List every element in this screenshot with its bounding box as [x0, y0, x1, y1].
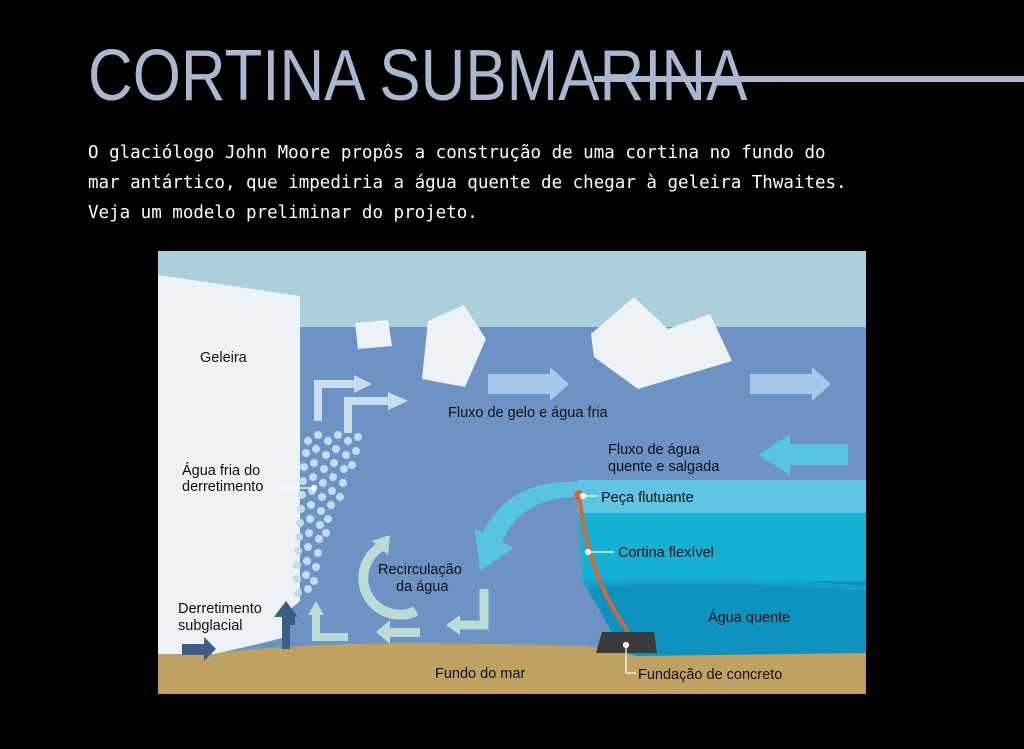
- curtain-overflow-arrow: [475, 481, 579, 571]
- subglacial-arrows: [182, 601, 298, 661]
- label-cold-melt-2: derretimento: [182, 479, 263, 495]
- meltwater-bubbles: [293, 431, 362, 597]
- label-flex-curtain: Cortina flexível: [618, 545, 714, 561]
- ice-flow-arrows: [488, 367, 831, 401]
- intro-line: Veja um modelo preliminar do projeto.: [88, 203, 478, 223]
- label-warm-flow-2: quente e salgada: [608, 459, 720, 475]
- glacier: [158, 275, 300, 654]
- label-recirc-2: da água: [396, 579, 449, 595]
- warm-inflow-arrow: [758, 434, 848, 475]
- label-recirc-1: Recirculação: [378, 562, 462, 578]
- flexible-curtain: [577, 493, 630, 633]
- intro-line: O glaciólogo John Moore propôs a constru…: [88, 143, 826, 163]
- label-warm-flow-1: Fluxo de água: [608, 442, 701, 458]
- leader-lines: [280, 484, 636, 674]
- label-subglacial-2: subglacial: [178, 618, 243, 634]
- label-seabed: Fundo do mar: [435, 666, 525, 682]
- label-warm-water: Água quente: [708, 609, 790, 626]
- label-concrete-base: Fundação de concreto: [638, 667, 782, 683]
- intro-text: O glaciólogo John Moore propôs a constru…: [88, 138, 968, 228]
- title-rule: [594, 76, 1024, 82]
- label-float-piece: Peça flutuante: [601, 490, 694, 506]
- iceberg-medium: [422, 305, 486, 387]
- intro-line: mar antártico, que impediria a água quen…: [88, 173, 847, 193]
- curtain-diagram: Geleira Fluxo de gelo e água fria Fluxo …: [158, 251, 866, 694]
- seabed: [158, 643, 866, 694]
- label-glacier: Geleira: [200, 350, 248, 366]
- label-subglacial-1: Derretimento: [178, 601, 262, 617]
- recirculation-arrowhead: [372, 535, 390, 555]
- label-cold-melt-1: Água fria do: [182, 462, 260, 479]
- upwelling-arrows: [314, 380, 388, 433]
- upwelling-arrowheads: [354, 375, 408, 410]
- recirculation-arrow: [358, 540, 419, 620]
- iceberg-small: [355, 320, 392, 349]
- iceberg-large: [591, 297, 732, 389]
- label-ice-flow: Fluxo de gelo e água fria: [448, 405, 609, 421]
- bottom-return-arrows: [308, 589, 489, 644]
